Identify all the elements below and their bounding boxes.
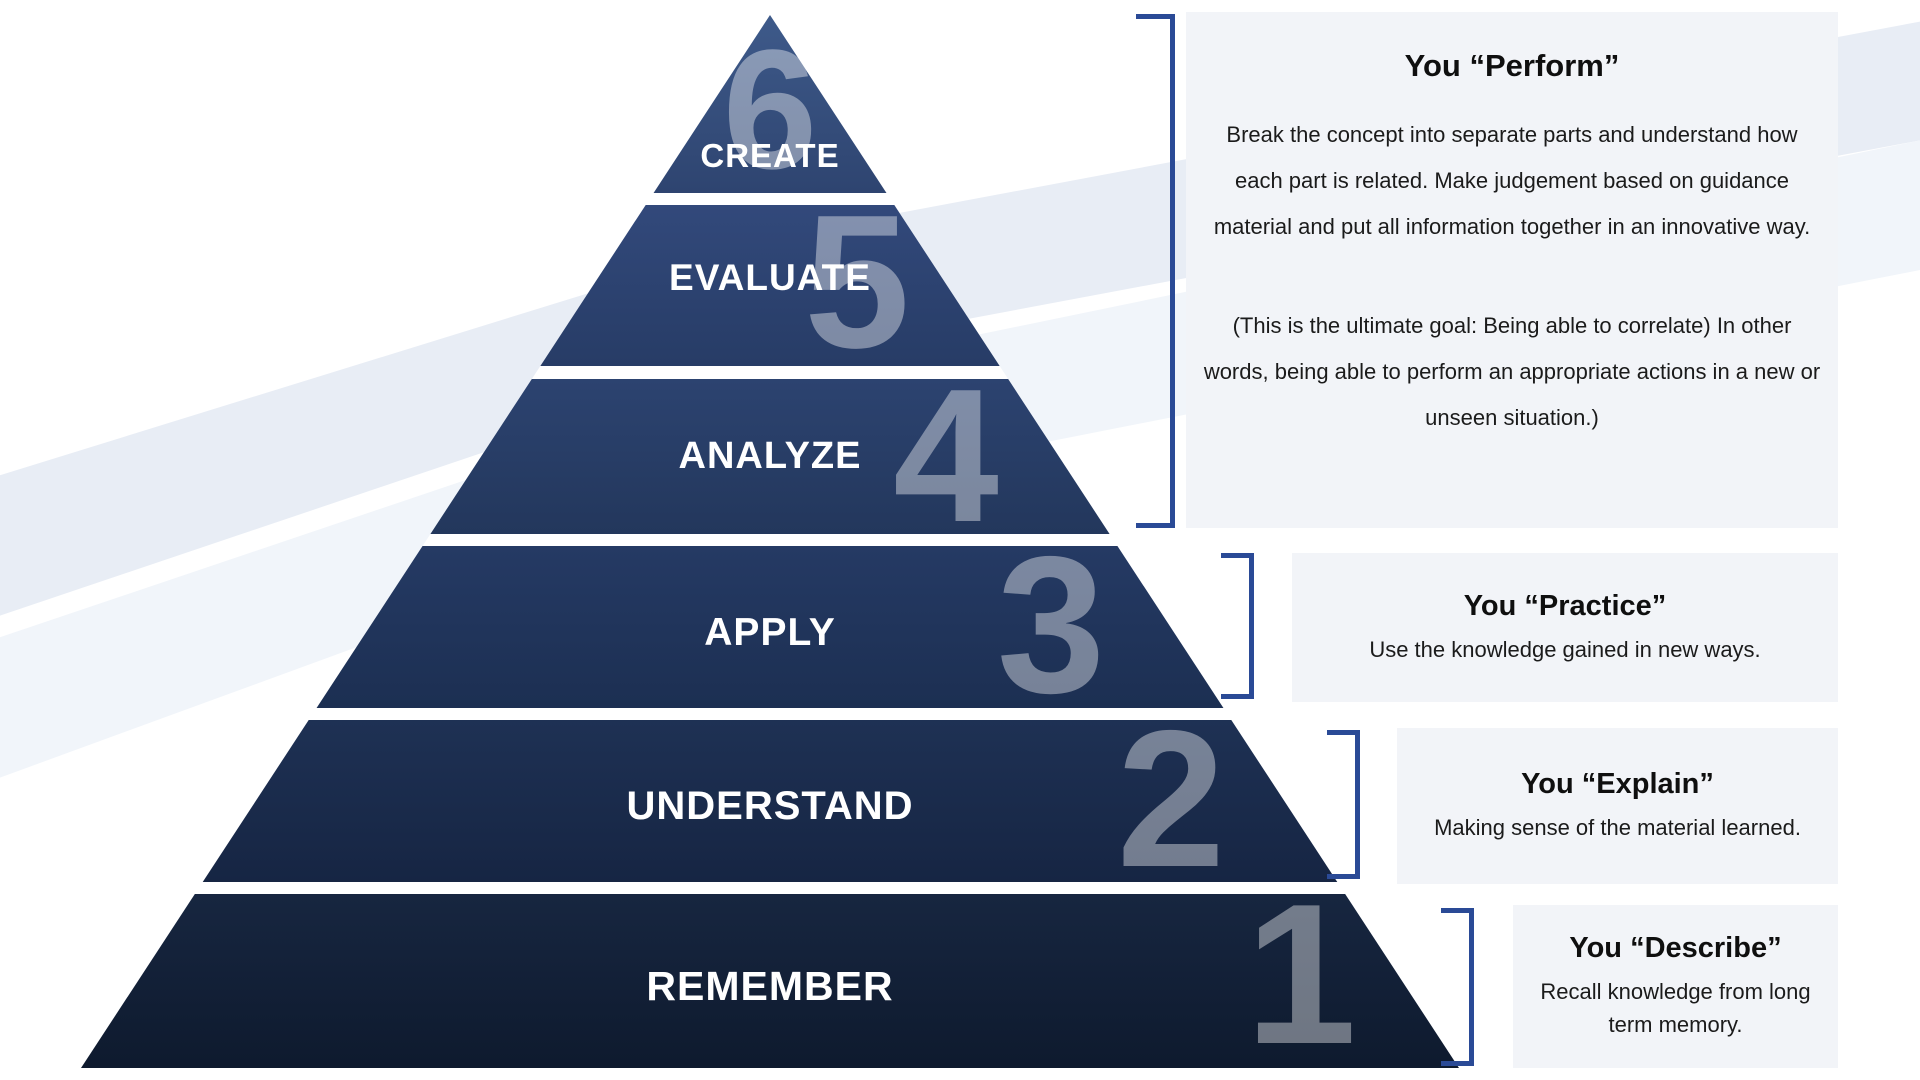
level-label-apply: APPLY [704, 611, 836, 654]
bracket-perform [1136, 14, 1175, 528]
annotation-body-perform-2: (This is the ultimate goal: Being able t… [1203, 312, 1821, 430]
bracket-describe [1441, 908, 1474, 1066]
ghost-number-3: 3 [996, 516, 1106, 734]
level-label-understand: UNDERSTAND [626, 784, 914, 828]
annotation-title-practice: You “Practice” [1463, 589, 1667, 622]
annotation-body-practice: Use the knowledge gained in new ways. [1369, 636, 1761, 662]
annotation-body-perform-1: Break the concept into separate parts an… [1213, 122, 1811, 240]
annotation-box-explain: You “Explain” Making sense of the materi… [1397, 728, 1838, 884]
annotation-box-practice: You “Practice” Use the knowledge gained … [1292, 553, 1838, 702]
annotation-title-explain: You “Explain” [1521, 768, 1714, 800]
level-label-create: CREATE [700, 137, 840, 174]
level-label-evaluate: EVALUATE [669, 257, 871, 298]
annotation-title-perform: You “Perform” [1404, 48, 1620, 83]
ghost-number-5: 5 [804, 176, 910, 388]
level-label-remember: REMEMBER [646, 963, 894, 1009]
pyramid-band-remember [81, 894, 1459, 1068]
pyramid-band-understand [81, 720, 1459, 882]
ghost-number-1: 1 [1245, 863, 1357, 1080]
annotation-box-perform: You “Perform” Break the concept into sep… [1186, 12, 1838, 528]
annotation-body-describe: Recall knowledge from long term memory. [1540, 979, 1811, 1037]
annotation-box-describe: You “Describe” Recall knowledge from lon… [1513, 905, 1838, 1068]
annotation-title-describe: You “Describe” [1569, 932, 1782, 964]
bracket-practice [1221, 553, 1254, 699]
ghost-number-4: 4 [893, 350, 999, 562]
bracket-explain [1327, 730, 1360, 879]
annotation-body-explain: Making sense of the material learned. [1434, 815, 1801, 840]
level-label-analyze: ANALYZE [678, 435, 862, 477]
ghost-number-2: 2 [1116, 690, 1226, 908]
